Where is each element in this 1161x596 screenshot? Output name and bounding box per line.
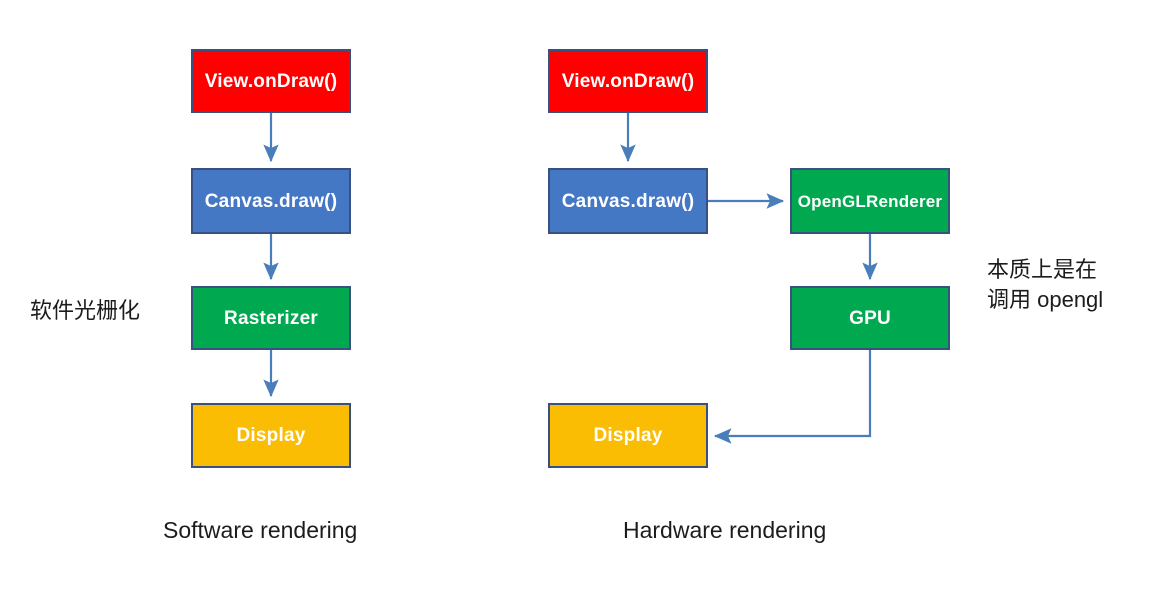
node-label: Canvas.draw() (561, 190, 695, 212)
node-hw-opengl-renderer[interactable]: OpenGLRenderer (790, 168, 950, 234)
node-label: Canvas.draw() (204, 190, 338, 212)
node-label: View.onDraw() (561, 70, 695, 92)
node-label: View.onDraw() (204, 70, 338, 92)
node-sw-rasterizer[interactable]: Rasterizer (191, 286, 351, 350)
node-hw-display[interactable]: Display (548, 403, 708, 468)
annotation-opengl-call-line2: 调用 opengl (987, 286, 1104, 312)
caption-software-rendering: Software rendering (163, 517, 358, 543)
node-label: Display (593, 425, 663, 446)
node-label: OpenGLRenderer (797, 191, 943, 211)
node-hw-view-ondraw[interactable]: View.onDraw() (548, 49, 708, 113)
node-sw-display[interactable]: Display (191, 403, 351, 468)
annotation-opengl-call: 本质上是在 调用 opengl (987, 255, 1103, 314)
annotation-software-rasterization: 软件光栅化 (30, 298, 141, 323)
node-hw-gpu[interactable]: GPU (790, 286, 950, 350)
annotation-opengl-call-line1: 本质上是在 (987, 257, 1098, 282)
edge-hw-gpu-to-display (713, 350, 872, 444)
node-label: Rasterizer (224, 307, 318, 329)
caption-hardware-rendering: Hardware rendering (623, 517, 827, 543)
node-label: GPU (849, 307, 891, 329)
node-label: Display (236, 425, 306, 446)
node-sw-canvas-draw[interactable]: Canvas.draw() (191, 168, 351, 234)
node-sw-view-ondraw[interactable]: View.onDraw() (191, 49, 351, 113)
node-hw-canvas-draw[interactable]: Canvas.draw() (548, 168, 708, 234)
